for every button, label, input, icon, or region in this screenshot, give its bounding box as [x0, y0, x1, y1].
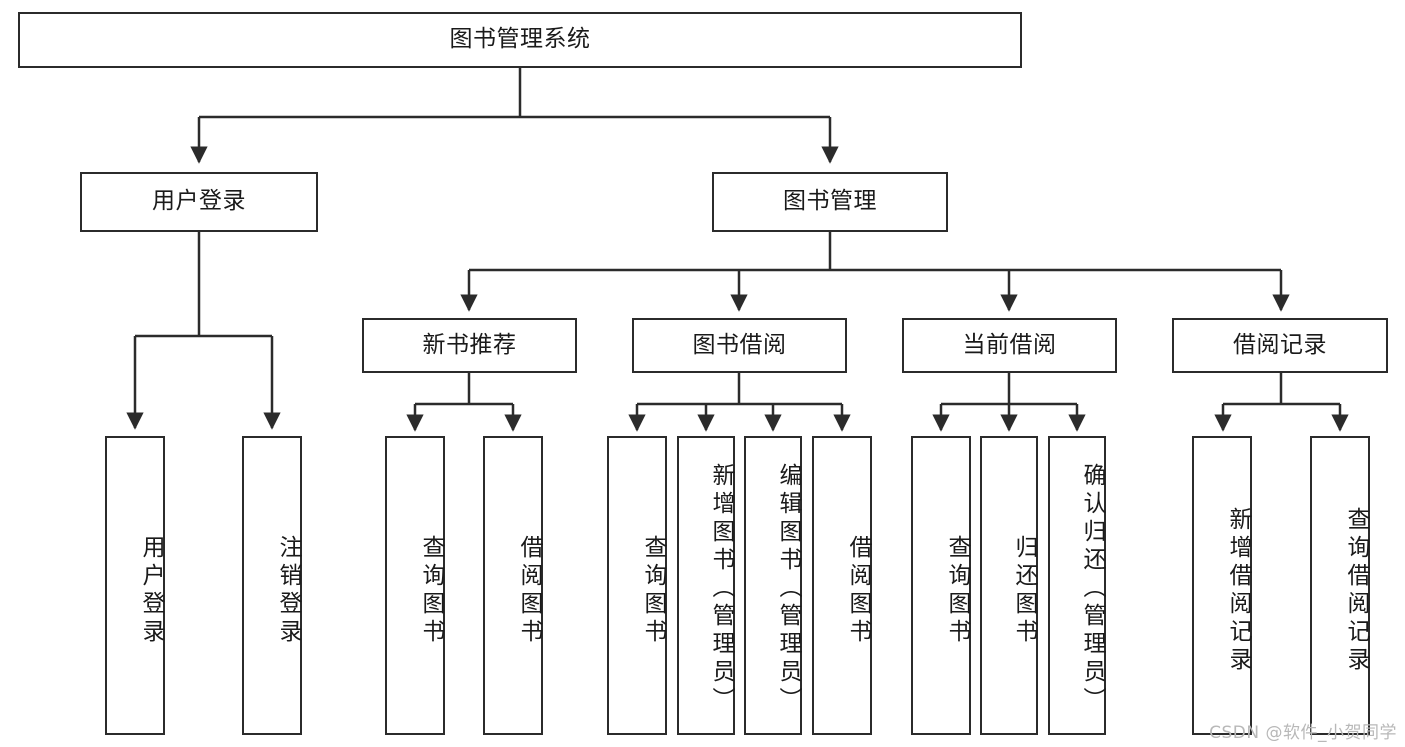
leaf-return-book[interactable]: 归还图书 [980, 436, 1038, 735]
node-label: 借阅图书 [845, 534, 871, 647]
leaf-borrow-book-recommend[interactable]: 借阅图书 [483, 436, 543, 735]
node-label: 图书管理系统 [449, 26, 591, 53]
leaf-borrow-book[interactable]: 借阅图书 [812, 436, 872, 735]
leaf-query-book-borrow[interactable]: 查询图书 [607, 436, 667, 735]
node-label: 新书推荐 [422, 331, 517, 358]
leaf-edit-book-admin[interactable]: 编辑图书（管理员） [744, 436, 802, 735]
node-label: 新增借阅记录 [1225, 506, 1251, 675]
leaf-query-borrow-record[interactable]: 查询借阅记录 [1310, 436, 1370, 735]
node-label: 查询图书 [944, 534, 970, 647]
node-user-login[interactable]: 用户登录 [80, 172, 318, 232]
node-label: 查询借阅记录 [1343, 506, 1369, 675]
node-label: 查询图书 [640, 534, 666, 647]
node-label: 用户登录 [152, 188, 246, 215]
leaf-user-login[interactable]: 用户登录 [105, 436, 165, 735]
node-label: 图书管理 [783, 188, 877, 215]
node-label: 新增图书（管理员） [708, 462, 734, 715]
node-label: 编辑图书（管理员） [775, 462, 801, 715]
node-label: 确认归还（管理员） [1079, 462, 1105, 715]
leaf-logout[interactable]: 注销登录 [242, 436, 302, 735]
leaf-query-book-current[interactable]: 查询图书 [911, 436, 971, 735]
node-new-book-recommend[interactable]: 新书推荐 [362, 318, 577, 373]
node-label: 查询图书 [418, 534, 444, 647]
node-label: 借阅图书 [516, 534, 542, 647]
node-book-management[interactable]: 图书管理 [712, 172, 948, 232]
leaf-add-book-admin[interactable]: 新增图书（管理员） [677, 436, 735, 735]
node-label: 用户登录 [138, 534, 164, 647]
leaf-add-borrow-record[interactable]: 新增借阅记录 [1192, 436, 1252, 735]
node-book-borrow[interactable]: 图书借阅 [632, 318, 847, 373]
node-borrow-record[interactable]: 借阅记录 [1172, 318, 1388, 373]
node-label: 归还图书 [1011, 534, 1037, 647]
node-current-borrow[interactable]: 当前借阅 [902, 318, 1117, 373]
node-label: 图书借阅 [692, 331, 787, 358]
node-root-book-management-system[interactable]: 图书管理系统 [18, 12, 1022, 68]
node-label: 借阅记录 [1233, 331, 1327, 358]
leaf-confirm-return-admin[interactable]: 确认归还（管理员） [1048, 436, 1106, 735]
leaf-query-book-recommend[interactable]: 查询图书 [385, 436, 445, 735]
node-label: 注销登录 [275, 534, 301, 647]
node-label: 当前借阅 [962, 331, 1057, 358]
